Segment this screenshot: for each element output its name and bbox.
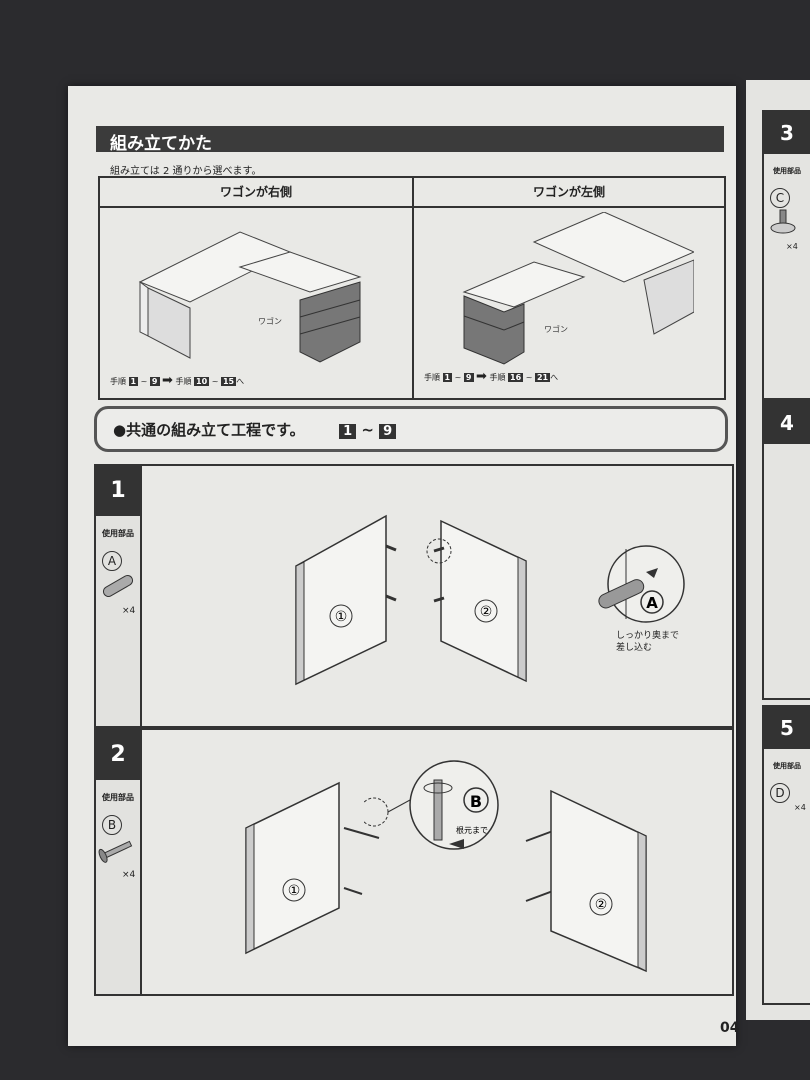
detail-letter: A <box>646 594 658 612</box>
option-title: ワゴンが右側 <box>100 178 412 208</box>
step-3-box: 3 使用部品 C ×4 <box>762 110 810 400</box>
option-title: ワゴンが左側 <box>414 178 724 208</box>
step-number: 1 <box>96 466 140 516</box>
step-to: 9 <box>379 424 397 439</box>
part-letter: C <box>770 188 790 208</box>
step-1-sidebar: 1 使用部品 A ×4 <box>96 466 142 726</box>
arrow-left-icon <box>449 839 464 849</box>
desk-left-wagon-illustration: ワゴン <box>462 212 694 365</box>
panel-label: ① <box>335 609 348 625</box>
dowel-icon <box>102 575 134 597</box>
parts-label: 使用部品 <box>102 793 134 802</box>
caption-line-2: 差し込む <box>616 643 653 653</box>
adjuster-foot-icon <box>770 209 796 234</box>
part-letter: D <box>770 783 790 803</box>
detail-letter: B <box>470 792 482 811</box>
route-tilde: ~ <box>454 373 462 382</box>
wagon-label: ワゴン <box>258 316 282 326</box>
page-number: 04 <box>720 1020 740 1036</box>
banner-text: ●共通の組み立て工程です。 <box>113 421 305 439</box>
route-tilde: ~ <box>211 377 219 386</box>
route-step: 15 <box>220 377 237 386</box>
step-2-box: 2 使用部品 B ×4 ① B 根元まで ② <box>94 728 734 996</box>
part-letter: A <box>102 551 122 571</box>
parts-label: 使用部品 <box>102 529 134 538</box>
panel-label: ① <box>288 883 301 899</box>
route-step: 9 <box>463 373 474 382</box>
step-from: 1 <box>339 424 357 439</box>
panel-label: ② <box>480 604 493 620</box>
route-prefix: 手順 <box>424 373 440 382</box>
right-page: 3 使用部品 C ×4 4 5 使用部品 D ×4 <box>746 80 810 1020</box>
caption: 根元まで <box>456 825 488 835</box>
route-step: 1 <box>442 373 453 382</box>
route-step: 21 <box>534 373 551 382</box>
section-title: 組み立てかた <box>110 134 212 154</box>
route-prefix: 手順 <box>175 377 192 386</box>
intro-text: 組み立ては 2 通りから選べます。 <box>110 166 262 177</box>
quantity: ×4 <box>786 242 798 251</box>
step-number: 4 <box>764 402 810 444</box>
dowel-detail-illustration: A <box>598 545 685 623</box>
step-number: 2 <box>96 730 140 780</box>
panel-2-illustration: ② <box>525 789 647 973</box>
desk-right-wagon-illustration: ワゴン <box>138 231 362 363</box>
cam-bolt-icon <box>98 840 133 863</box>
step-2-sidebar: 2 使用部品 B ×4 <box>96 730 142 994</box>
bolt-detail-illustration: B 根元まで <box>364 760 499 850</box>
parts-label: 使用部品 <box>773 167 801 175</box>
panel-label: ② <box>595 897 608 913</box>
step-number: 5 <box>764 707 810 749</box>
arrow-right-icon: ➡ <box>162 373 173 388</box>
route-suffix: へ <box>550 373 559 382</box>
route-step: 16 <box>508 373 524 382</box>
step-1-panels-illustration: ① ② <box>295 514 527 686</box>
quantity: ×4 <box>794 803 806 812</box>
route-tilde: ~ <box>140 377 148 386</box>
route-prefix: 手順 <box>110 377 126 386</box>
wagon-label: ワゴン <box>544 324 568 334</box>
route-step: 9 <box>149 377 160 386</box>
route-suffix: へ <box>236 377 245 386</box>
common-steps-banner: ●共通の組み立て工程です。 1 ~ 9 <box>94 406 728 452</box>
parts-label: 使用部品 <box>773 762 801 770</box>
arrow-right-icon: ➡ <box>476 369 487 384</box>
caption-line-1: しっかり奥まで <box>616 631 680 641</box>
panel-1-illustration: ① <box>245 781 380 955</box>
part-letter: B <box>102 815 122 835</box>
step-1-box: 1 使用部品 A ×4 ① ② A しっかり奥まで 差し込む <box>94 464 734 728</box>
route-prefix: 手順 <box>489 373 506 382</box>
step-4-box: 4 <box>762 400 810 700</box>
section-header: 組み立てかた <box>96 126 724 154</box>
quantity: ×4 <box>122 870 136 880</box>
step-number: 3 <box>764 112 810 154</box>
route-step: 1 <box>128 377 139 386</box>
tilde: ~ <box>361 421 374 439</box>
route-tilde: ~ <box>525 373 533 382</box>
quantity: ×4 <box>122 606 136 616</box>
route-step: 10 <box>194 377 210 386</box>
step-5-box: 5 使用部品 D ×4 <box>762 705 810 1005</box>
